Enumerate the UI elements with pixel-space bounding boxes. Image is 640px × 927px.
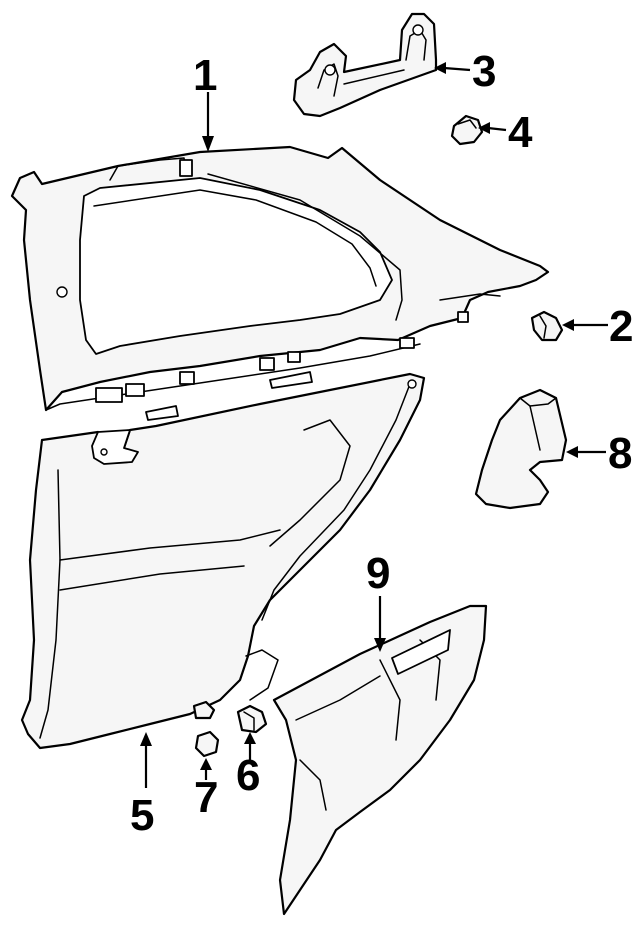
callout-8: 8 bbox=[608, 429, 632, 478]
mounting-bracket bbox=[292, 12, 438, 118]
callout-2: 2 bbox=[609, 302, 633, 351]
callout-1: 1 bbox=[193, 51, 217, 100]
callout-labels: 1 2 3 4 5 6 7 8 9 bbox=[130, 47, 633, 840]
callout-6: 6 bbox=[236, 751, 260, 800]
callout-5: 5 bbox=[130, 791, 154, 840]
lower-quarter-trim bbox=[20, 371, 426, 750]
side-trim-panel bbox=[272, 604, 488, 916]
callout-7: 7 bbox=[194, 773, 218, 822]
trim-cap bbox=[450, 114, 484, 146]
retainer-clip bbox=[530, 310, 564, 342]
callout-3: 3 bbox=[472, 47, 496, 96]
push-fastener bbox=[236, 704, 268, 734]
leader-lines bbox=[140, 62, 608, 788]
grommet bbox=[192, 700, 220, 758]
callout-9: 9 bbox=[366, 549, 390, 598]
quarter-trim-panel bbox=[10, 145, 550, 412]
callout-4: 4 bbox=[508, 108, 533, 157]
finish-cover bbox=[474, 388, 568, 510]
